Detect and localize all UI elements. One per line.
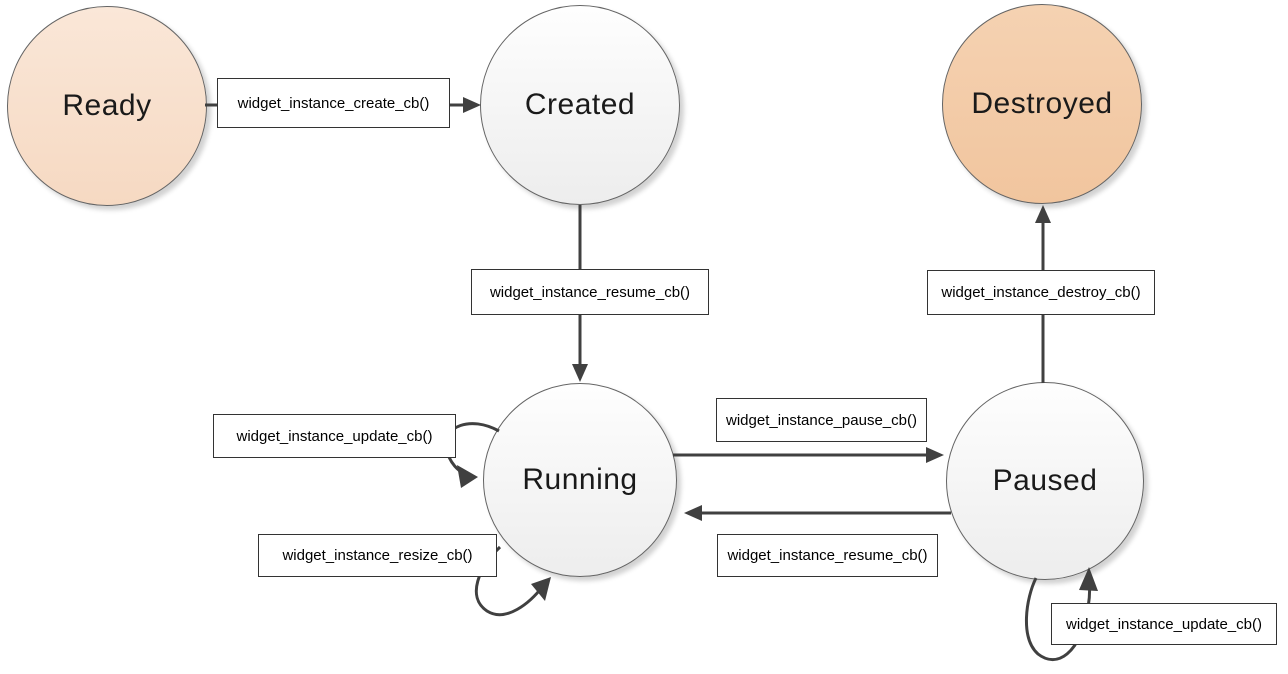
transition-label-resize: widget_instance_resize_cb()	[258, 534, 497, 577]
transition-label-update-paused-text: widget_instance_update_cb()	[1066, 615, 1262, 633]
state-label-ready: Ready	[62, 89, 152, 122]
transition-label-update-paused: widget_instance_update_cb()	[1051, 603, 1277, 645]
state-label-destroyed: Destroyed	[971, 87, 1113, 120]
transition-label-create: widget_instance_create_cb()	[217, 78, 450, 128]
transition-label-resume-bottom-text: widget_instance_resume_cb()	[727, 547, 928, 564]
transition-label-pause-text: widget_instance_pause_cb()	[726, 411, 917, 429]
transition-label-destroy: widget_instance_destroy_cb()	[927, 270, 1155, 315]
arrowhead-paused-to-destroyed	[1035, 205, 1051, 223]
state-node-created: Created	[480, 5, 680, 205]
transition-label-resume-top: widget_instance_resume_cb()	[471, 269, 709, 315]
arrowhead-ready-to-created	[463, 97, 481, 113]
state-node-destroyed: Destroyed	[942, 4, 1142, 204]
arrowhead-running-to-paused	[926, 447, 944, 463]
state-label-paused: Paused	[992, 464, 1098, 497]
transition-label-resize-text: widget_instance_resize_cb()	[282, 547, 473, 564]
state-node-paused: Paused	[946, 382, 1144, 580]
transition-label-update-running: widget_instance_update_cb()	[213, 414, 456, 458]
state-node-ready: Ready	[7, 6, 207, 206]
arrowhead-running-update	[457, 465, 478, 488]
arrowhead-paused-to-running	[684, 505, 702, 521]
state-node-running: Running	[483, 383, 677, 577]
transition-label-resume-bottom: widget_instance_resume_cb()	[717, 534, 938, 577]
transition-label-create-text: widget_instance_create_cb()	[237, 94, 430, 112]
transition-label-pause: widget_instance_pause_cb()	[716, 398, 927, 442]
arrowhead-running-resize	[531, 577, 551, 601]
transition-label-update-running-text: widget_instance_update_cb()	[236, 427, 433, 445]
arrowhead-created-to-running	[572, 364, 588, 382]
transition-label-destroy-text: widget_instance_destroy_cb()	[941, 284, 1141, 301]
transition-label-resume-top-text: widget_instance_resume_cb()	[489, 283, 691, 301]
state-label-running: Running	[522, 463, 638, 496]
state-label-created: Created	[524, 88, 636, 121]
